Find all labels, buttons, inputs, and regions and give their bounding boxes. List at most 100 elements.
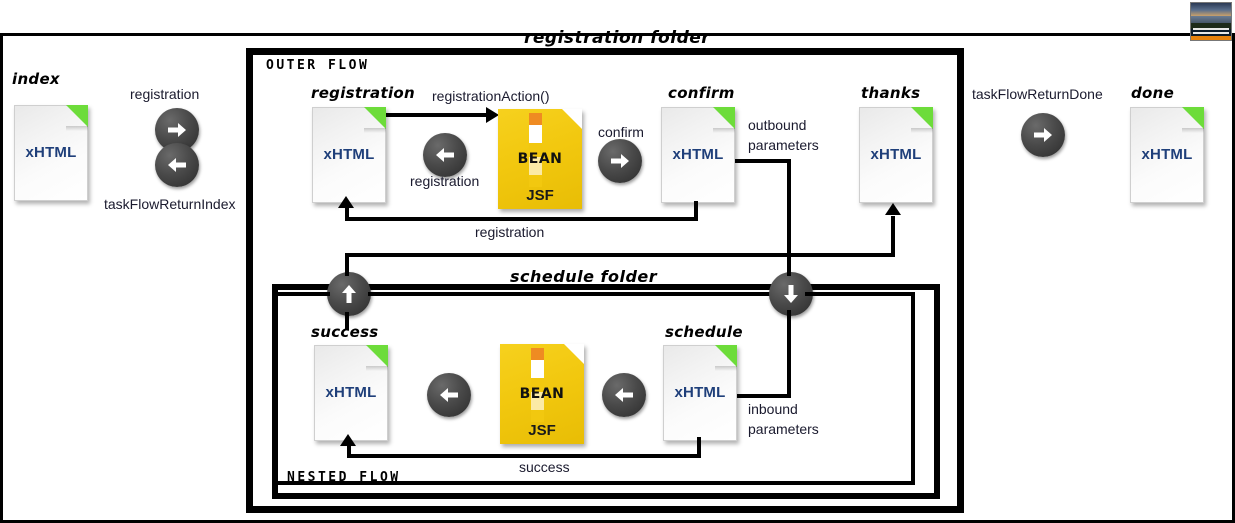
page-fold-shade (364, 128, 386, 133)
connector-success-return-v1 (697, 437, 701, 458)
node-title-done: done (1131, 84, 1175, 102)
page-fold-icon (911, 107, 933, 129)
node-caption: xHTML (25, 144, 77, 161)
bean-subcaption: JSF (526, 187, 554, 204)
connector-registration-to-bean (386, 113, 486, 117)
thumbnail-land (1191, 23, 1231, 29)
node-success[interactable]: xHTML (314, 345, 388, 441)
node-caption: xHTML (870, 146, 922, 163)
edge-label-bean-to-registration: registration (410, 173, 480, 189)
connector-to-thanks-v (891, 216, 895, 255)
node-caption: xHTML (674, 384, 726, 401)
arrow-right-icon-bean-to-confirm[interactable] (598, 139, 642, 183)
edge-label-outbound-line2: parameters (748, 137, 819, 153)
book-cover-thumbnail (1190, 2, 1232, 41)
node-registration-bean[interactable]: BEAN JSF (498, 109, 582, 209)
edge-label-outbound-line1: outbound (748, 117, 807, 133)
connector-nested-bottom-h (272, 481, 915, 485)
connector-inbound-h (737, 394, 791, 398)
registration-folder-title: registration folder (524, 28, 711, 48)
connector-up-badge-bottom (345, 312, 349, 330)
bean-caption: BEAN (519, 386, 565, 402)
connector-up-badge-left (272, 292, 330, 296)
connector-down-badge-top (787, 262, 791, 276)
connector-success-return-v2 (347, 446, 351, 456)
edge-label-success-return: success (519, 459, 570, 475)
connector-outbound-h (735, 159, 791, 163)
node-confirm[interactable]: xHTML (661, 107, 735, 203)
node-title-schedule: schedule (665, 323, 743, 341)
connector-nested-left-v (272, 292, 276, 485)
page-fold-icon (366, 345, 388, 367)
arrowhead-to-thanks (885, 203, 901, 215)
arrow-right-icon-taskflowreturndone[interactable] (1021, 113, 1065, 157)
thumbnail-sky (1191, 3, 1231, 16)
thumbnail-bottom-band (1191, 36, 1231, 40)
page-fold-shade (715, 366, 737, 371)
diagram-outer-border (0, 33, 1235, 523)
connector-confirm-to-registration (345, 217, 698, 221)
bean-fold-icon (562, 109, 582, 129)
arrowhead-confirm-to-registration (338, 196, 354, 208)
page-fold-icon (715, 345, 737, 367)
node-caption: xHTML (1141, 146, 1193, 163)
page-fold-icon (713, 107, 735, 129)
node-schedule[interactable]: xHTML (663, 345, 737, 441)
connector-confirm-down (694, 201, 698, 221)
bean-subcaption: JSF (528, 422, 556, 439)
edge-label-taskflowreturnindex: taskFlowReturnIndex (104, 196, 236, 212)
node-title-registration: registration (311, 84, 415, 102)
arrow-up-icon-nested-entry[interactable] (327, 272, 371, 316)
connector-nested-right-v (911, 292, 915, 485)
thumbnail-water (1191, 16, 1231, 25)
arrow-left-icon-schedule-to-bean[interactable] (602, 373, 646, 417)
outer-flow-tag: OUTER FLOW (266, 58, 370, 73)
edge-label-taskflowreturndone: taskFlowReturnDone (972, 86, 1103, 102)
node-schedule-bean[interactable]: BEAN JSF (500, 344, 584, 444)
page-fold-icon (1182, 107, 1204, 129)
connector-down-badge-right (805, 292, 915, 296)
arrow-left-icon-taskflowreturnindex[interactable] (155, 143, 199, 187)
arrow-left-icon-bean-to-success[interactable] (427, 373, 471, 417)
edge-label-inbound-line1: inbound (748, 401, 798, 417)
node-thanks[interactable]: xHTML (859, 107, 933, 203)
edge-label-bean-to-confirm: confirm (598, 124, 644, 140)
node-title-confirm: confirm (668, 84, 735, 102)
connector-up-badge-right (368, 292, 772, 296)
connector-nested-top-h (345, 253, 789, 257)
node-caption: xHTML (325, 384, 377, 401)
connector-registration-up (345, 207, 349, 219)
bean-stripe (529, 113, 542, 187)
edge-label-confirm-to-registration: registration (475, 224, 545, 240)
node-registration[interactable]: xHTML (312, 107, 386, 203)
connector-outbound-v (787, 159, 791, 287)
arrow-left-icon-bean-to-registration[interactable] (423, 133, 467, 177)
bean-caption: BEAN (517, 151, 563, 167)
edge-label-inbound-line2: parameters (748, 421, 819, 437)
node-title-thanks: thanks (861, 84, 921, 102)
page-fold-icon (66, 105, 88, 127)
node-title-success: success (311, 323, 379, 341)
node-caption: xHTML (672, 146, 724, 163)
page-fold-icon (364, 107, 386, 129)
node-caption: xHTML (323, 146, 375, 163)
connector-success-return-h (347, 454, 701, 458)
connector-to-thanks-h (787, 253, 895, 257)
arrowhead-registration-to-bean (486, 107, 499, 123)
schedule-folder-title: schedule folder (510, 267, 658, 286)
page-fold-shade (66, 126, 88, 131)
connector-up-badge-top (345, 262, 349, 276)
node-index[interactable]: xHTML (14, 105, 88, 201)
page-fold-shade (1182, 128, 1204, 133)
bean-stripe (531, 348, 544, 422)
bean-fold-icon (564, 344, 584, 364)
node-title-index: index (12, 70, 60, 88)
page-fold-shade (911, 128, 933, 133)
arrowhead-success-return (340, 434, 356, 446)
node-done[interactable]: xHTML (1130, 107, 1204, 203)
connector-down-badge-bottom (787, 310, 791, 398)
thumbnail-text-lines (1193, 28, 1229, 36)
page-fold-shade (366, 366, 388, 371)
edge-label-index-to-registration: registration (130, 86, 200, 102)
